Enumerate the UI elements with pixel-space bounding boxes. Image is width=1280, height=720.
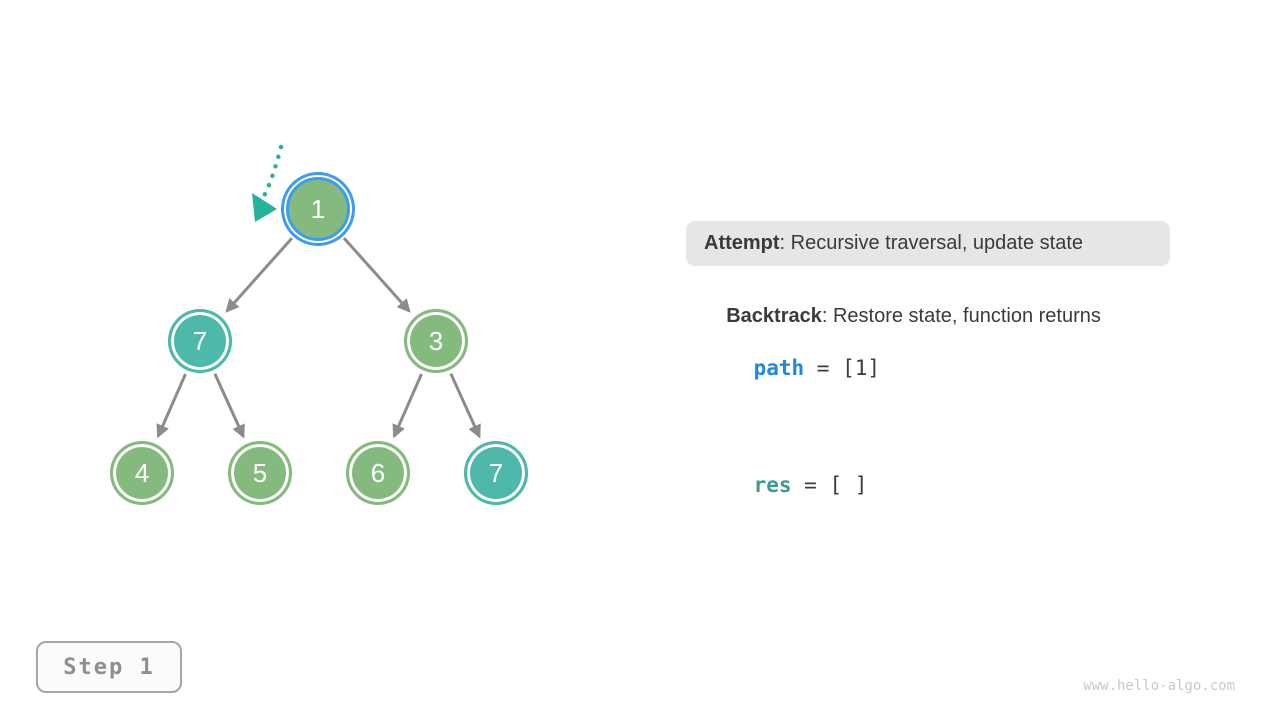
- backtrack-desc: : Restore state, function returns: [821, 305, 1101, 327]
- tree-node-value: 1: [310, 193, 326, 224]
- attempt-label: Attempt: [704, 232, 780, 254]
- tree-edge: [449, 373, 481, 439]
- backtrack-label: Backtrack: [726, 305, 822, 327]
- tree-node-value: 7: [488, 457, 504, 488]
- tree-node-6: 6: [346, 441, 410, 505]
- res-state-line: res = [ ]: [703, 449, 868, 521]
- tree-edge: [225, 237, 294, 313]
- tree-node-value: 4: [134, 457, 150, 488]
- backtrack-legend: Backtrack: Restore state, function retur…: [704, 282, 1101, 351]
- tree-node-value: 5: [252, 457, 268, 488]
- current-node-pointer-icon: [252, 144, 284, 222]
- tree-edge: [392, 373, 423, 439]
- tree-edge: [342, 237, 411, 313]
- tree-node-5: 5: [228, 441, 292, 505]
- path-state-line: path = [1]: [703, 332, 880, 404]
- tree-node-3: 3: [404, 309, 468, 373]
- tree-node-value: 6: [370, 457, 386, 488]
- tree-edge: [213, 373, 245, 439]
- step-label: Step 1: [63, 654, 155, 680]
- tree-node-value: 7: [192, 325, 208, 356]
- res-value: = [ ]: [791, 473, 868, 497]
- res-variable: res: [753, 473, 792, 497]
- tree-node-7: 7: [168, 309, 232, 373]
- attempt-legend: Attempt: Recursive traversal, update sta…: [686, 221, 1170, 266]
- path-value: = [1]: [804, 356, 881, 380]
- tree-node-value: 3: [428, 325, 444, 356]
- path-variable: path: [753, 356, 805, 380]
- tree-edge: [156, 373, 187, 439]
- step-indicator: Step 1: [36, 641, 182, 693]
- tree-node-1-current: 1: [286, 177, 350, 241]
- tree-node-4: 4: [110, 441, 174, 505]
- attempt-desc: : Recursive traversal, update state: [779, 232, 1084, 254]
- watermark: www.hello-algo.com: [1083, 678, 1235, 694]
- tree-node-7: 7: [464, 441, 528, 505]
- tree-edges: [156, 237, 481, 439]
